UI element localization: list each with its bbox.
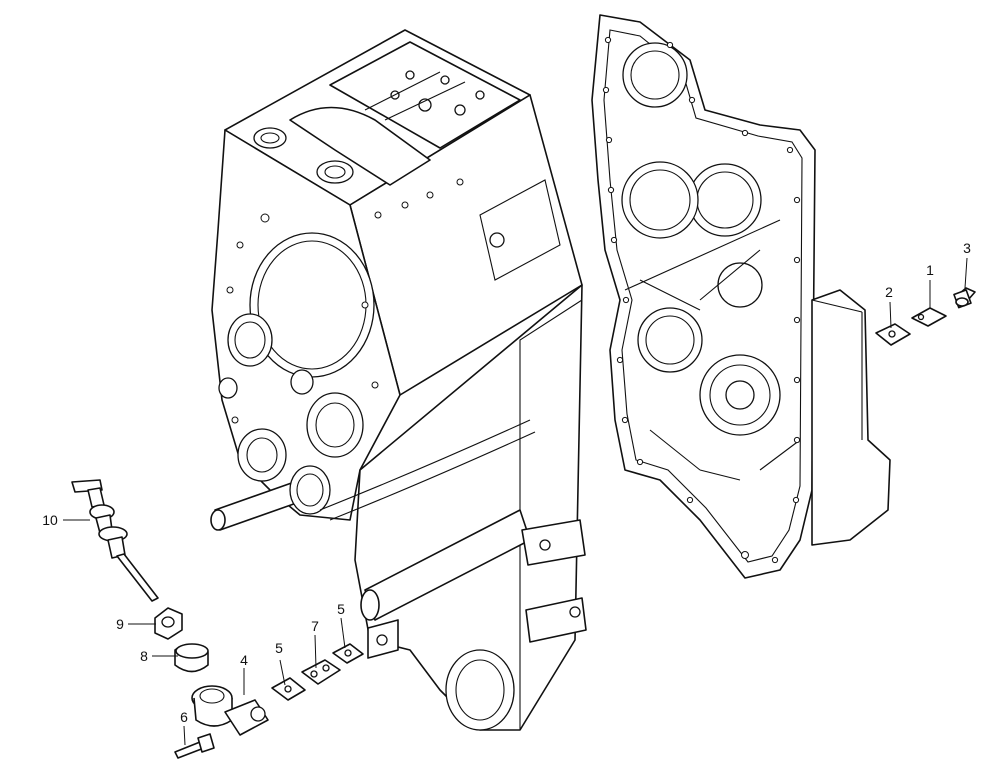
callout-4: 4	[240, 652, 248, 668]
callout-1: 1	[926, 262, 934, 278]
cover-plate-part	[911, 307, 947, 327]
callout-9: 9	[116, 616, 124, 632]
cap-part	[174, 643, 209, 673]
gasket-part-5a	[271, 677, 306, 701]
rear-cover-housing	[591, 14, 891, 579]
callout-10: 10	[42, 512, 58, 528]
callout-8: 8	[140, 648, 148, 664]
dipstick-part	[71, 479, 159, 602]
main-transmission-housing	[210, 29, 587, 731]
callout-6: 6	[180, 709, 188, 725]
nut-part	[154, 607, 183, 640]
callout-3: 3	[963, 240, 971, 256]
leader-lines	[63, 257, 968, 746]
callout-5b: 5	[337, 601, 345, 617]
callout-labels: 1 2 3 4 5 5 6 7 8 9 10	[42, 240, 971, 725]
plug-screw-part	[953, 287, 976, 309]
flange-part	[301, 659, 341, 685]
bolt-part	[174, 733, 215, 759]
gasket-part-2	[875, 323, 911, 346]
callout-5a: 5	[275, 640, 283, 656]
gasket-part-5b	[332, 643, 364, 664]
elbow-fitting-part	[191, 685, 269, 736]
callout-2: 2	[885, 284, 893, 300]
callout-7: 7	[311, 618, 319, 634]
